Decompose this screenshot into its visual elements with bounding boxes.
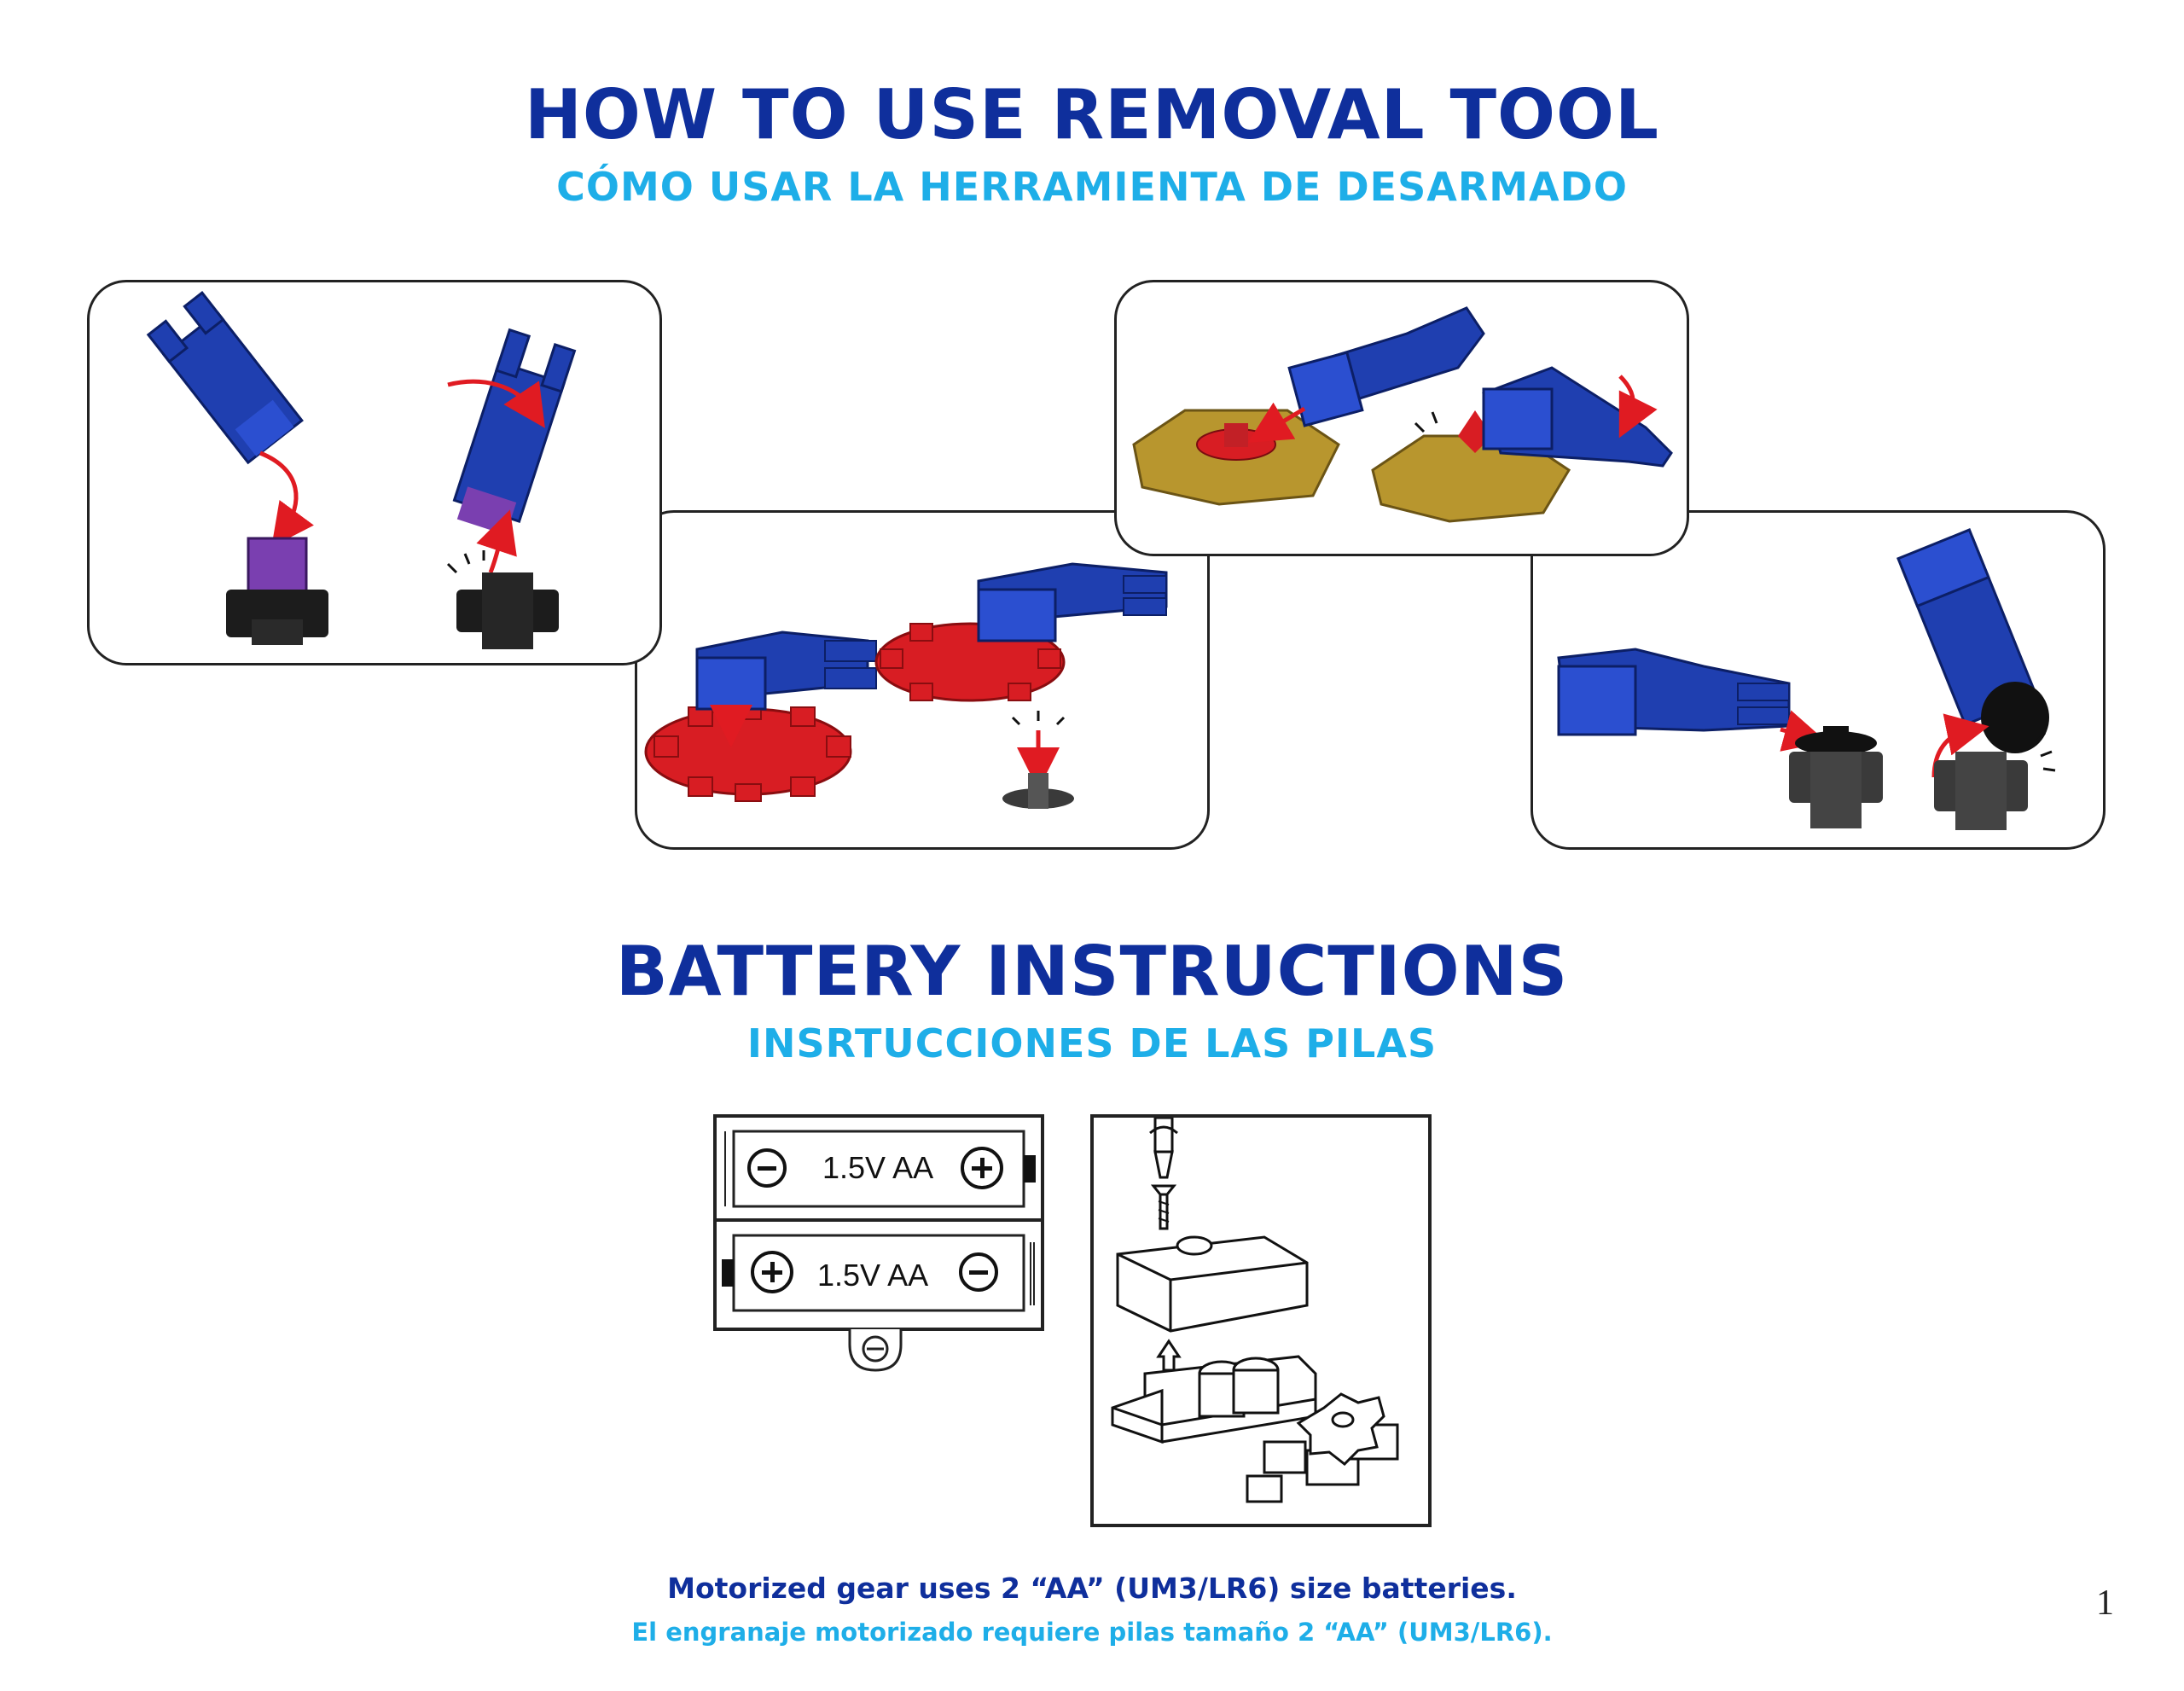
footer-spanish-note: El engranaje motorizado requiere pilas t… [0, 1618, 2184, 1647]
removal-step-4-panel [1531, 510, 2106, 850]
removal-tool-subtitle: CÓMO USAR LA HERRAMIENTA DE DESARMADO [0, 164, 2184, 210]
battery-compartment-diagram [1090, 1114, 1432, 1527]
removal-tool-icon [697, 632, 876, 709]
red-gear-icon [646, 702, 851, 801]
footer-english-note: Motorized gear uses 2 “AA” (UM3/LR6) siz… [0, 1572, 2184, 1605]
removal-tool-title: HOW TO USE REMOVAL TOOL [0, 75, 2184, 154]
removal-step-4-illustration [1533, 513, 2103, 847]
battery-cell-bottom-label: 1.5V AA [817, 1258, 928, 1293]
removal-tool-icon [1559, 649, 1789, 735]
removal-step-3-illustration [1117, 282, 1687, 554]
removal-step-1-illustration [90, 282, 659, 663]
plus-terminal-icon [961, 1147, 1003, 1189]
up-arrow-icon [1159, 1341, 1179, 1370]
battery-title: BATTERY INSTRUCTIONS [0, 932, 2184, 1011]
removal-step-2-illustration [637, 513, 1207, 847]
removal-tool-icon [148, 293, 302, 462]
removal-tool-icon [449, 330, 574, 538]
removal-tool-icon [979, 564, 1166, 641]
battery-subtitle: INSRTUCCIONES DE LAS PILAS [0, 1020, 2184, 1066]
removal-step-2-panel [635, 510, 1210, 850]
battery-holder-diagram: 1.5V AA 1.5V AA [713, 1114, 1046, 1379]
removal-step-3-panel [1114, 280, 1689, 556]
battery-cell-top-label: 1.5V AA [822, 1150, 933, 1186]
minus-terminal-icon [747, 1148, 787, 1188]
removal-tool-icon [1289, 308, 1484, 426]
removal-step-1-panel [87, 280, 662, 665]
plus-terminal-icon [751, 1251, 793, 1293]
battery-cover-icon [1118, 1237, 1307, 1331]
removal-tool-icon [1484, 368, 1671, 466]
minus-terminal-icon [959, 1252, 998, 1292]
screwdriver-icon [1155, 1118, 1172, 1152]
page-number: 1 [2096, 1583, 2114, 1624]
